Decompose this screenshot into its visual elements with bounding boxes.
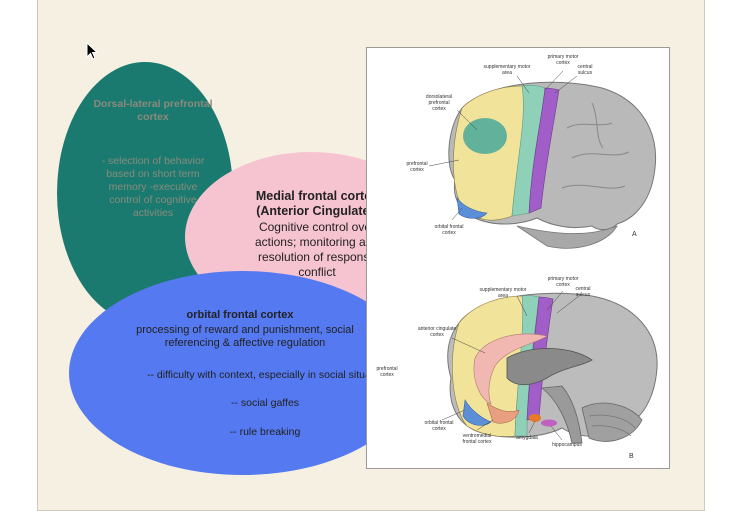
label-b-hippocampus: hippocampus: [552, 442, 582, 448]
dlpfc-title: Dorsal-lateral prefrontal cortex: [93, 98, 213, 123]
brain-medial-view: primary motor cortex supplementary motor…: [376, 276, 658, 460]
medial-frontal-description: Cognitive control over actions; monitori…: [254, 220, 380, 279]
label-b-amygdala: amygdala: [516, 435, 538, 441]
label-b-supplementary-motor: supplementary motor: [480, 287, 527, 293]
label-a-ofc: orbital frontal: [435, 224, 464, 230]
label-b-primary-motor-2: cortex: [556, 282, 570, 288]
label-a-supplementary-motor-2: area: [502, 70, 512, 76]
orbital-frontal-description-line2: referencing & affective regulation: [164, 337, 326, 349]
label-b-anterior-cingulate-2: cortex: [430, 332, 444, 338]
dlpfc-description: - selection of behavior based on short t…: [101, 155, 205, 219]
panel-a-letter: A: [632, 231, 637, 238]
label-a-central-sulcus: central: [577, 64, 592, 70]
orbital-frontal-description-line1: processing of reward and punishment, soc…: [136, 324, 354, 336]
medial-frontal-title: Medial frontal cortex (Anterior Cingulat…: [255, 189, 379, 218]
label-b-pfc-2: cortex: [380, 372, 394, 378]
orbital-frontal-bullet-gaffes: -- social gaffes: [230, 397, 300, 409]
label-a-dlpfc: dorsolateral: [426, 94, 452, 100]
brain-diagram-figure: primary motor cortex supplementary motor…: [366, 47, 670, 469]
label-a-primary-motor-2: cortex: [556, 60, 570, 66]
label-a-supplementary-motor: supplementary motor: [484, 64, 531, 70]
label-a-dlpfc-2: prefrontal: [428, 100, 449, 106]
label-b-ventromedial: ventromedial: [463, 433, 492, 439]
label-a-ofc-2: cortex: [442, 230, 456, 236]
label-b-central-sulcus-2: sulcus: [576, 292, 591, 298]
label-a-pfc: prefrontal: [406, 161, 427, 167]
label-b-central-sulcus: central: [575, 286, 590, 292]
label-a-dlpfc-3: cortex: [432, 106, 446, 112]
mouse-pointer-icon: [86, 42, 99, 60]
brain-lateral-view: primary motor cortex supplementary motor…: [406, 54, 657, 249]
label-b-ofc: orbital frontal: [425, 420, 454, 426]
label-a-pfc-2: cortex: [410, 167, 424, 173]
label-b-anterior-cingulate: anterior cingulate: [418, 326, 457, 332]
label-b-ventromedial-2: frontal cortex: [463, 439, 492, 445]
panel-b-letter: B: [629, 453, 634, 460]
orbital-frontal-bullet-rules: -- rule breaking: [229, 426, 301, 438]
label-b-ofc-2: cortex: [432, 426, 446, 432]
orbital-frontal-oval: [69, 271, 416, 475]
orbital-frontal-title: orbital frontal cortex: [186, 309, 294, 321]
label-b-primary-motor: primary motor: [548, 276, 579, 282]
label-a-primary-motor: primary motor: [548, 54, 579, 60]
orbital-frontal-bullet-context: -- difficulty with context, especially i…: [146, 369, 394, 381]
label-b-pfc: prefrontal: [376, 366, 397, 372]
label-b-supplementary-motor-2: area: [498, 293, 508, 299]
label-a-central-sulcus-2: sulcus: [578, 70, 593, 76]
